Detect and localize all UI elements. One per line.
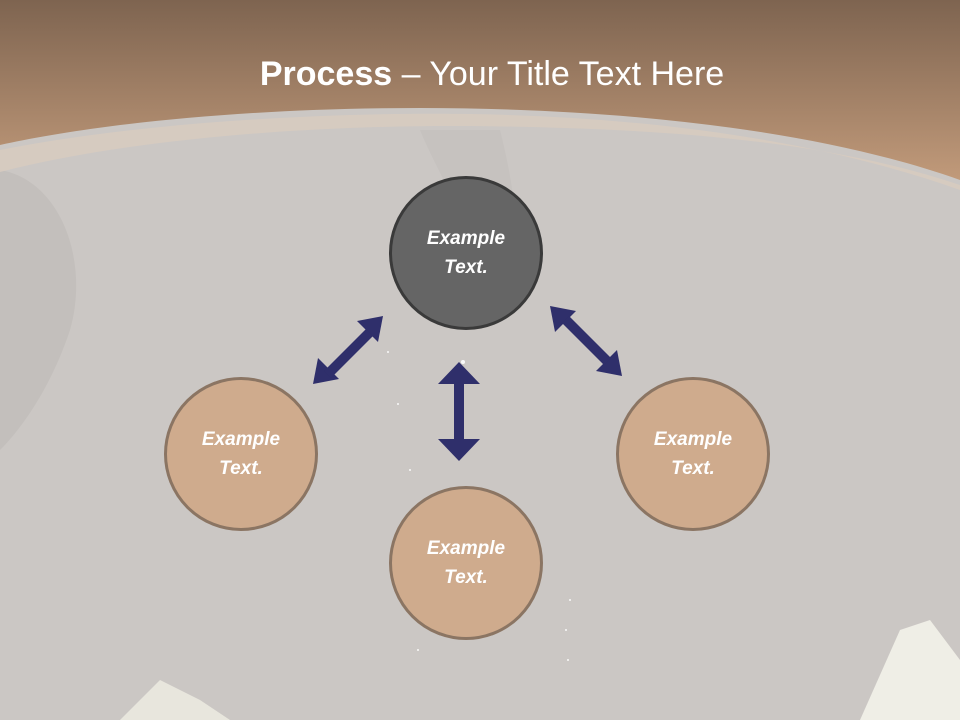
right-node-label: Example Text. xyxy=(653,429,733,479)
bottom-node: Example Text. xyxy=(389,486,543,640)
title-dash: – xyxy=(392,55,430,93)
right-node: Example Text. xyxy=(616,377,770,531)
left-node: Example Text. xyxy=(164,377,318,531)
title-rest: Your Title Text Here xyxy=(429,55,725,93)
bottom-node-label: Example Text. xyxy=(426,538,506,588)
slide-title: Process – Your Title Text Here xyxy=(0,50,960,98)
left-node-label: Example Text. xyxy=(201,429,281,479)
center-node: Example Text. xyxy=(389,176,543,330)
center-node-label: Example Text. xyxy=(426,228,506,278)
title-bold: Process xyxy=(259,55,393,93)
